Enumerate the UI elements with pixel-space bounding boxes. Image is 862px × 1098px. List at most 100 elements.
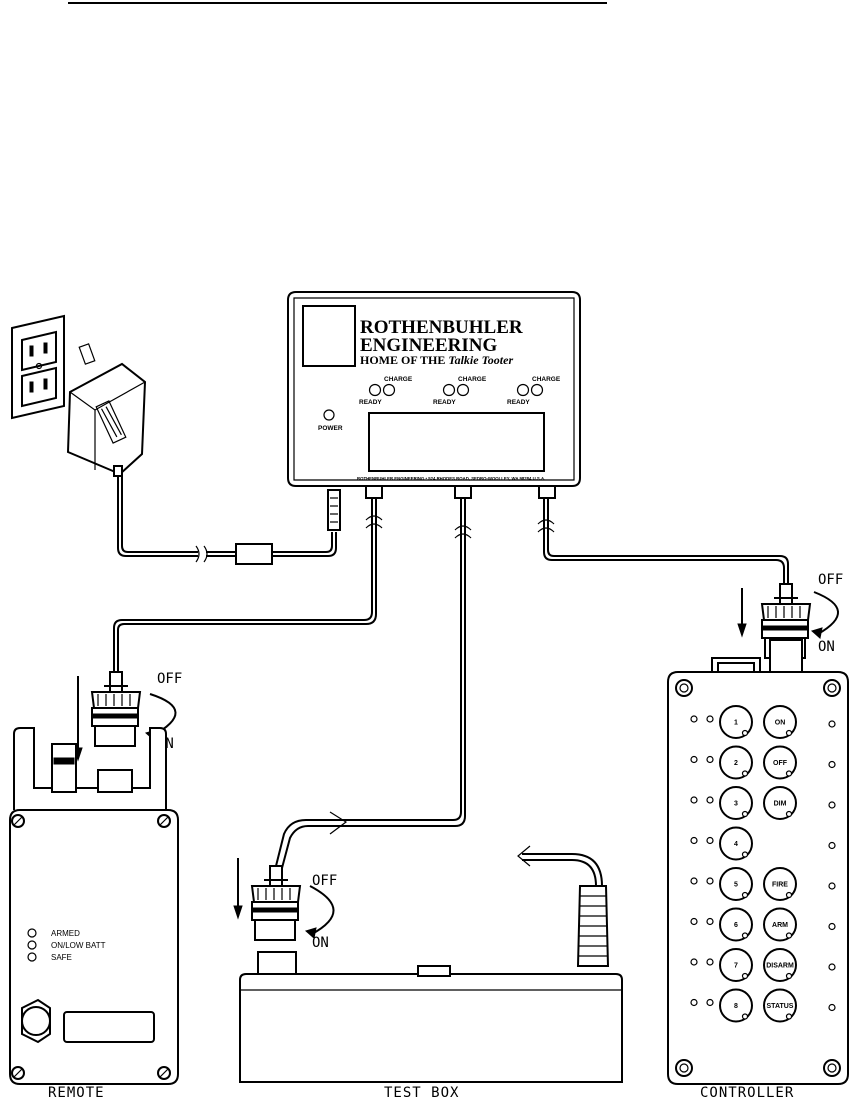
hub-port-controller — [539, 486, 555, 498]
charger-hub: ROTHENBUHLER ENGINEERING HOME OF THE Tal… — [288, 292, 580, 498]
switch-off-label: OFF — [157, 671, 182, 687]
switch-testbox: OFF ON — [234, 858, 337, 982]
switch-on-label: ON — [312, 935, 329, 951]
controller-button-label: 5 — [734, 882, 738, 889]
controller-button-led — [743, 812, 748, 817]
controller-button-led — [787, 933, 792, 938]
controller-button-label: ON — [775, 720, 786, 727]
test-box-label: TEST BOX — [384, 1085, 459, 1098]
controller-button-label: OFF — [773, 760, 788, 767]
hub-display-window — [369, 413, 544, 471]
controller-led — [691, 1000, 697, 1006]
controller-unit: 1 ON 2 OFF 3 DIM 4 5 FIRE 6 ARM 7 DISARM 8 STATUS — [668, 640, 848, 1084]
controller-button-led — [787, 731, 792, 736]
ready-label: READY — [359, 399, 382, 406]
controller-button-led — [787, 974, 792, 979]
controller-led — [691, 959, 697, 965]
controller-led — [829, 721, 835, 727]
controller-button-label: 6 — [734, 922, 738, 929]
controller-led — [691, 716, 697, 722]
power-plug — [328, 490, 340, 530]
controller-led — [829, 924, 835, 930]
controller-button-led — [743, 771, 748, 776]
controller-button-label: 3 — [734, 801, 738, 808]
controller-led — [707, 1000, 713, 1006]
hub-address: ROTHENBUHLER ENGINEERING • 524 RHODES RO… — [357, 476, 545, 481]
charge-led — [458, 385, 469, 396]
remote-label: REMOTE — [48, 1085, 105, 1098]
ready-led — [518, 385, 529, 396]
hub-tagline-prefix: HOME OF THE — [360, 353, 448, 367]
controller-button-led — [787, 893, 792, 898]
indicator-safe: SAFE — [51, 953, 72, 962]
controller-led — [707, 716, 713, 722]
charge-label: CHARGE — [458, 376, 487, 383]
cable-to-controller — [538, 498, 788, 586]
ready-label: READY — [433, 399, 456, 406]
controller-button-label: ARM — [772, 922, 788, 929]
controller-led — [829, 802, 835, 808]
charge-led — [532, 385, 543, 396]
ready-led — [370, 385, 381, 396]
cable-to-testbox — [276, 498, 471, 868]
ac-adapter — [68, 344, 145, 476]
controller-led — [707, 919, 713, 925]
controller-button-led — [787, 1014, 792, 1019]
hub-port-remote — [366, 486, 382, 498]
remote-unit: ARMED ON/LOW BATT SAFE — [10, 728, 178, 1084]
controller-button-led — [743, 933, 748, 938]
controller-led — [707, 959, 713, 965]
controller-button-label: FIRE — [772, 882, 788, 889]
test-box — [240, 846, 622, 1082]
controller-led — [829, 883, 835, 889]
switch-off-label: OFF — [818, 572, 843, 588]
controller-led — [691, 797, 697, 803]
controller-led — [691, 919, 697, 925]
switch-on-label: ON — [818, 639, 835, 655]
controller-led — [829, 964, 835, 970]
hub-logo-box — [303, 306, 355, 366]
controller-led — [707, 878, 713, 884]
controller-button-led — [743, 852, 748, 857]
adapter-cord — [118, 476, 340, 564]
controller-button-label: STATUS — [767, 1003, 794, 1010]
cable-to-remote — [114, 498, 382, 672]
controller-button-led — [743, 731, 748, 736]
controller-button-led — [743, 1014, 748, 1019]
controller-button-led — [743, 893, 748, 898]
controller-button-label: 4 — [734, 841, 738, 848]
controller-button-label: 7 — [734, 963, 738, 970]
controller-button-label: DISARM — [766, 963, 794, 970]
indicator-armed: ARMED — [51, 929, 80, 938]
ready-led — [444, 385, 455, 396]
controller-button-label: 8 — [734, 1003, 738, 1010]
hub-tagline-product: Talkie Tooter — [448, 353, 513, 367]
controller-led — [691, 838, 697, 844]
controller-label: CONTROLLER — [700, 1085, 794, 1098]
controller-button-label: DIM — [774, 801, 787, 808]
controller-led — [829, 843, 835, 849]
controller-button-led — [787, 771, 792, 776]
controller-button-led — [743, 974, 748, 979]
switch-off-label: OFF — [312, 873, 337, 889]
controller-led — [691, 757, 697, 763]
wall-outlet — [12, 316, 64, 418]
charge-led — [384, 385, 395, 396]
controller-led — [829, 1005, 835, 1011]
ready-label: READY — [507, 399, 530, 406]
controller-led — [829, 762, 835, 768]
charge-label: CHARGE — [532, 376, 561, 383]
controller-button-label: 1 — [734, 720, 738, 727]
controller-led — [691, 878, 697, 884]
charge-label: CHARGE — [384, 376, 413, 383]
controller-led — [707, 797, 713, 803]
hub-tagline: HOME OF THE Talkie Tooter — [360, 353, 513, 367]
controller-button-label: 2 — [734, 760, 738, 767]
controller-led — [707, 838, 713, 844]
power-label: POWER — [318, 425, 343, 432]
indicator-on-low-batt: ON/LOW BATT — [51, 941, 106, 950]
hub-port-testbox — [455, 486, 471, 498]
power-led — [324, 410, 334, 420]
ferrite-bead — [236, 544, 272, 564]
